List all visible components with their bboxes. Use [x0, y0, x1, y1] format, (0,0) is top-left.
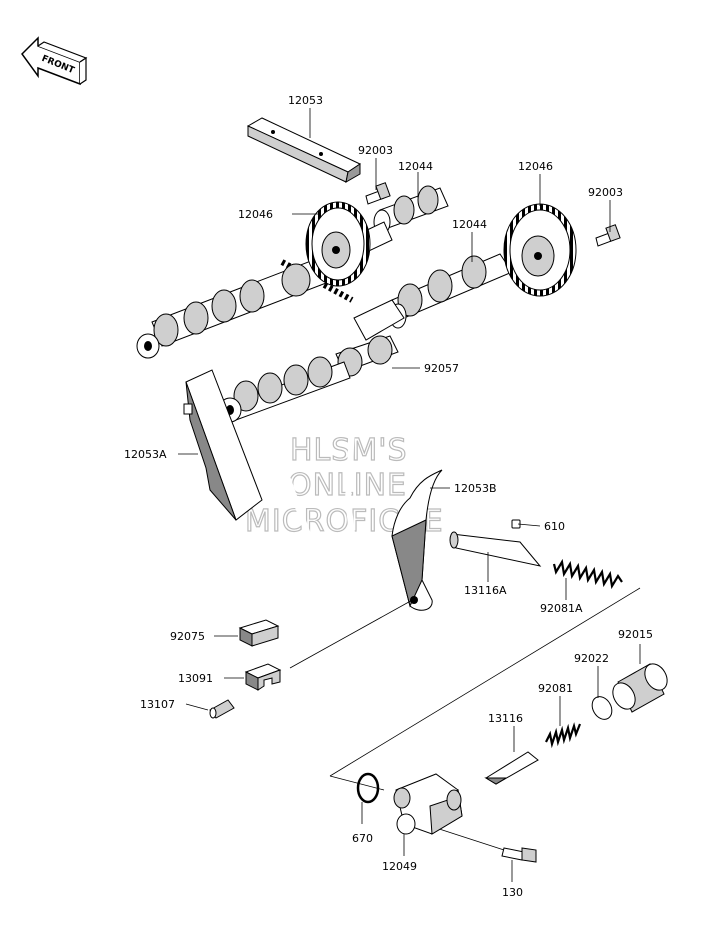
part-label-12049: 12049 — [382, 860, 417, 873]
front-arrow: FRONT — [21, 36, 88, 86]
part-label-610: 610 — [544, 520, 565, 533]
part-label-12053B: 12053B — [454, 482, 497, 495]
sealing-washer — [591, 696, 613, 720]
chain-guide-top — [246, 117, 362, 183]
damper-block — [238, 619, 280, 647]
cam-sprocket-right — [503, 203, 577, 297]
part-label-92022: 92022 — [574, 652, 609, 665]
camshaft-front — [136, 241, 361, 359]
part-label-12046-left: 12046 — [238, 208, 273, 221]
tensioner-rod-long — [449, 531, 542, 567]
cam-sprocket-left — [305, 201, 371, 287]
part-label-92081: 92081 — [538, 682, 573, 695]
part-label-13116: 13116 — [488, 712, 523, 725]
part-label-12046-right: 12046 — [518, 160, 553, 173]
leader-lines — [178, 108, 641, 882]
part-label-92015: 92015 — [618, 628, 653, 641]
part-label-13091: 13091 — [178, 672, 213, 685]
tensioner-body — [393, 773, 463, 835]
dowel-pin — [209, 699, 235, 719]
guide-holder — [244, 663, 282, 691]
chain-guide-front — [183, 369, 263, 521]
o-ring — [356, 772, 380, 804]
part-label-130: 130 — [502, 886, 523, 899]
part-label-92003-left: 92003 — [358, 144, 393, 157]
chain-tensioner-arm — [391, 469, 443, 611]
part-label-12053A: 12053A — [124, 448, 167, 461]
part-label-92003-right: 92003 — [588, 186, 623, 199]
tensioner-spring-long — [552, 558, 623, 590]
part-label-92075: 92075 — [170, 630, 205, 643]
part-label-670: 670 — [352, 832, 373, 845]
assembly-lines — [289, 587, 641, 851]
part-label-92081A: 92081A — [540, 602, 583, 615]
tensioner-spring-short — [545, 722, 582, 749]
part-label-12044-lower: 12044 — [452, 218, 487, 231]
sprocket-bolt-right — [595, 224, 621, 247]
part-label-13116A: 13116A — [464, 584, 507, 597]
part-label-12053: 12053 — [288, 94, 323, 107]
sprocket-bolt-left — [365, 182, 391, 205]
tensioner-rod-short — [484, 751, 539, 785]
part-label-92057: 92057 — [424, 362, 459, 375]
mounting-bolt — [501, 847, 537, 863]
camshaft-rear — [218, 253, 513, 423]
part-labels: 12053 92003 12044 12046 92003 12046 1204… — [124, 94, 653, 899]
tensioner-cap — [612, 663, 668, 713]
part-label-12044-upper: 12044 — [398, 160, 433, 173]
part-label-13107: 13107 — [140, 698, 175, 711]
